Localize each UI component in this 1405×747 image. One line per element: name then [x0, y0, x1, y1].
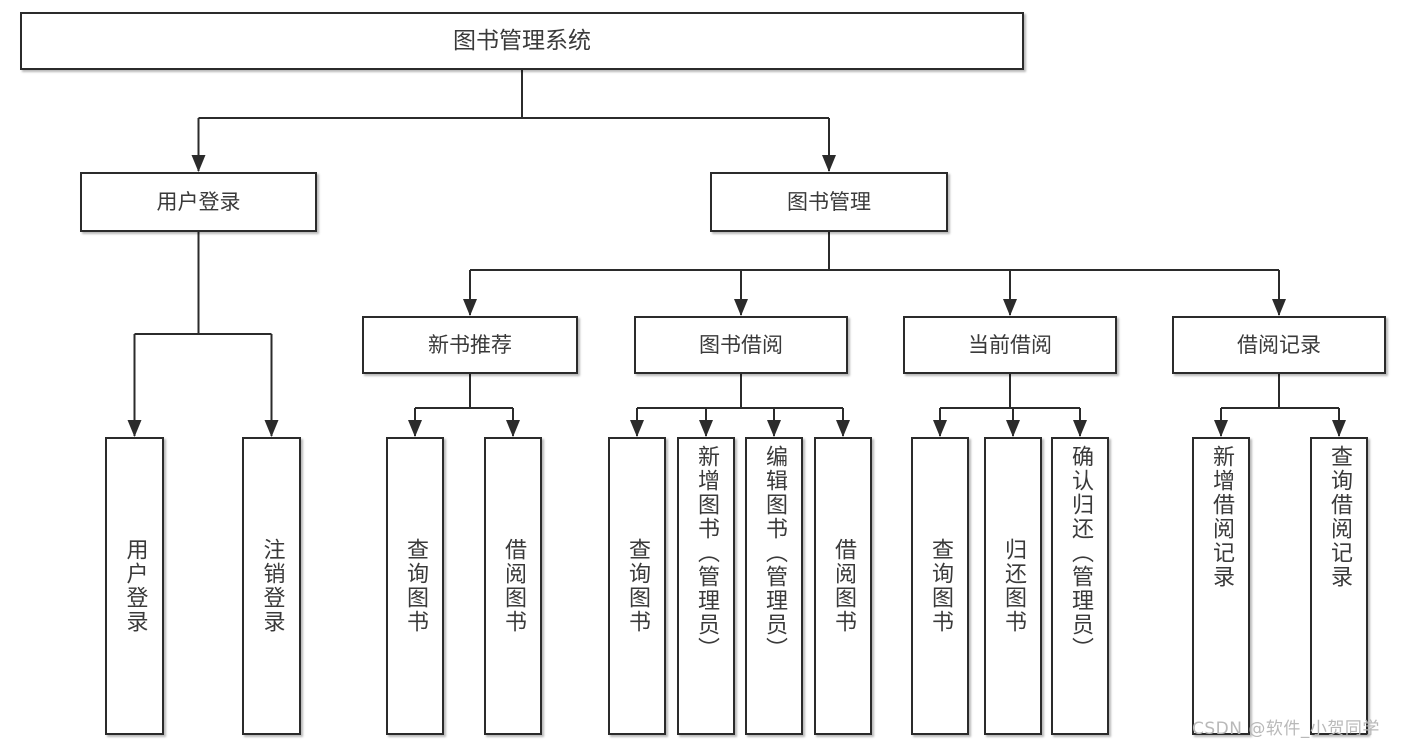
node-leaf-query-book-3[interactable]: 查询图书	[911, 437, 969, 735]
node-new-book-rec[interactable]: 新书推荐	[362, 316, 578, 374]
node-label-leaf-return-book: 归还图书	[1001, 538, 1026, 634]
edge-bookmanage-kids-arrowhead-new-book-rec	[463, 299, 477, 316]
edge-userlogin-kids-arrowhead-leaf-user-login	[127, 420, 142, 437]
node-leaf-borrow-book-2[interactable]: 借阅图书	[814, 437, 872, 735]
node-label-leaf-add-book: 新增图书（管理员）	[694, 445, 719, 661]
edge-borrow-kids-arrowhead-leaf-borrow-book-2	[836, 420, 850, 437]
node-label-book-borrow: 图书借阅	[699, 332, 783, 357]
edge-current-kids-arrowhead-leaf-return-book	[1006, 420, 1020, 437]
node-leaf-confirm-ret[interactable]: 确认归还（管理员）	[1051, 437, 1109, 735]
node-leaf-query-book-1[interactable]: 查询图书	[386, 437, 444, 735]
edge-bookmanage-kids-arrowhead-borrow-record	[1272, 299, 1286, 316]
edge-newbook-kids-arrowhead-leaf-borrow-book-1	[506, 420, 520, 437]
node-label-leaf-user-login: 用户登录	[122, 538, 148, 634]
node-book-borrow[interactable]: 图书借阅	[634, 316, 848, 374]
edge-root-to-level1-arrowhead-user-login	[191, 155, 206, 172]
node-leaf-borrow-book-1[interactable]: 借阅图书	[484, 437, 542, 735]
node-label-leaf-query-record: 查询借阅记录	[1327, 445, 1352, 589]
node-leaf-query-book-2[interactable]: 查询图书	[608, 437, 666, 735]
node-leaf-return-book[interactable]: 归还图书	[984, 437, 1042, 735]
node-borrow-record[interactable]: 借阅记录	[1172, 316, 1386, 374]
node-leaf-user-login[interactable]: 用户登录	[105, 437, 164, 735]
edge-borrow-kids-arrowhead-leaf-query-book-2	[630, 420, 644, 437]
node-label-leaf-query-book-2: 查询图书	[625, 538, 650, 634]
node-label-current-borrow: 当前借阅	[968, 332, 1052, 357]
edge-current-kids-arrowhead-leaf-query-book-3	[933, 420, 947, 437]
node-label-leaf-query-book-1: 查询图书	[403, 538, 428, 634]
edge-newbook-kids-arrowhead-leaf-query-book-1	[408, 420, 422, 437]
node-label-borrow-record: 借阅记录	[1237, 332, 1321, 357]
node-label-leaf-borrow-book-1: 借阅图书	[501, 538, 526, 634]
edge-root-to-level1-arrowhead-book-manage	[822, 155, 836, 172]
node-leaf-query-record[interactable]: 查询借阅记录	[1310, 437, 1368, 735]
edge-userlogin-kids-arrowhead-leaf-user-logout	[264, 420, 279, 437]
edge-bookmanage-kids-arrowhead-book-borrow	[734, 299, 748, 316]
node-label-user-login: 用户登录	[156, 189, 241, 214]
node-current-borrow[interactable]: 当前借阅	[903, 316, 1117, 374]
node-label-leaf-confirm-ret: 确认归还（管理员）	[1068, 445, 1093, 661]
node-label-leaf-edit-book: 编辑图书（管理员）	[762, 445, 787, 661]
node-root[interactable]: 图书管理系统	[20, 12, 1024, 70]
node-label-book-manage: 图书管理	[787, 189, 871, 214]
node-label-root: 图书管理系统	[453, 27, 591, 54]
node-leaf-user-logout[interactable]: 注销登录	[242, 437, 301, 735]
node-label-leaf-query-book-3: 查询图书	[928, 538, 953, 634]
node-leaf-add-record[interactable]: 新增借阅记录	[1192, 437, 1250, 735]
node-label-leaf-add-record: 新增借阅记录	[1209, 445, 1234, 589]
edge-current-kids-arrowhead-leaf-confirm-ret	[1073, 420, 1087, 437]
node-leaf-edit-book[interactable]: 编辑图书（管理员）	[745, 437, 803, 735]
node-user-login[interactable]: 用户登录	[80, 172, 317, 232]
node-leaf-add-book[interactable]: 新增图书（管理员）	[677, 437, 735, 735]
node-label-leaf-user-logout: 注销登录	[259, 538, 285, 634]
edge-bookmanage-kids-arrowhead-current-borrow	[1003, 299, 1017, 316]
edge-record-kids-arrowhead-leaf-add-record	[1214, 420, 1228, 437]
node-book-manage[interactable]: 图书管理	[710, 172, 948, 232]
edge-borrow-kids-arrowhead-leaf-edit-book	[767, 420, 781, 437]
node-label-leaf-borrow-book-2: 借阅图书	[831, 538, 856, 634]
node-label-new-book-rec: 新书推荐	[428, 332, 512, 357]
edge-record-kids-arrowhead-leaf-query-record	[1332, 420, 1346, 437]
edge-borrow-kids-arrowhead-leaf-add-book	[699, 420, 713, 437]
